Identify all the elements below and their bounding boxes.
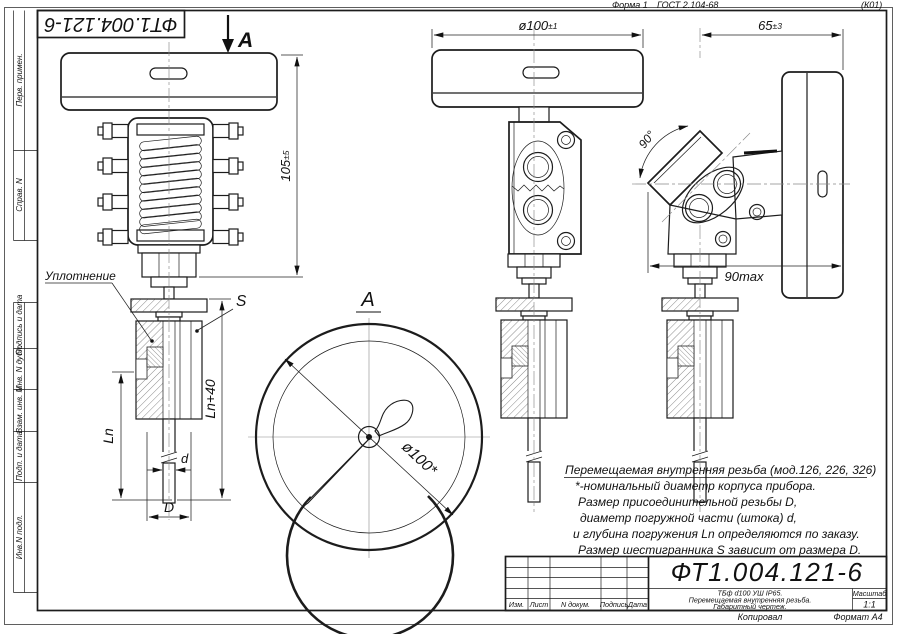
dim-max-span: 90max (724, 269, 764, 284)
view-arrow-label: A (237, 29, 253, 52)
view-direction-marker: A (222, 15, 253, 53)
dial-housing-side (781, 71, 844, 299)
note-line-4: диаметр погружной части (штока) d, (580, 511, 797, 525)
dim-thread-diameter: D (164, 499, 174, 515)
corner-screw (556, 231, 576, 251)
hinge-boss (511, 140, 565, 236)
gost-label: ГОСТ 2.104-68 (657, 0, 718, 10)
note-line-2: *-номинальный диаметр корпуса прибора. (575, 479, 816, 493)
dial-view-label: A (360, 289, 374, 311)
front-view-dimensions: 105±5 Ln Ln+40 d D S Уплотнение (44, 54, 303, 521)
col-ndokum: N докум. (561, 600, 590, 609)
housing-slot-top (522, 66, 560, 79)
view-dial: A ø100* (248, 289, 490, 634)
margin-label-perv: Перв. примен. (15, 53, 24, 106)
notes: Перемещаемая внутренняя резьба (мод.126,… (564, 463, 876, 557)
margin-label-sprav: Справ. N (15, 178, 24, 212)
seal-callout: Уплотнение (44, 269, 116, 283)
down-arrow-icon (222, 39, 234, 53)
middle-view-dimensions: ø100±1 (431, 18, 644, 48)
margin-label-podp-data: Подп. и дата (15, 430, 24, 481)
note-line-3: Размер присоединительной резьбы D, (578, 495, 797, 509)
col-podpis: Подпись (600, 600, 629, 609)
margin-label-vzam: Взам. инв. N (15, 386, 24, 433)
dim-immersion-ext: Ln+40 (202, 379, 218, 419)
dim-dial-diameter: ø100±1 (518, 18, 557, 33)
dim-height: 105±5 (278, 150, 293, 181)
corner-screw (714, 230, 732, 248)
margin-label-inv-dubl: Инв. N дубл. (15, 345, 24, 391)
title-desc-2: Перемещаемая внутренняя резьба. (689, 596, 812, 605)
margin-label-inv-podl: Инв.N подл. (15, 515, 24, 560)
pointer-needle (300, 436, 372, 509)
sheet-header: Форма 1 ГОСТ 2.104-68 (К01) (612, 0, 882, 10)
dial-scale-arc (285, 495, 455, 634)
hinge-lower-body (667, 204, 737, 255)
view-middle (431, 26, 644, 512)
note-line-5: и глубина погружения Ln определяются по … (573, 527, 860, 541)
copied-label: Копировал (738, 612, 783, 622)
view-side (632, 28, 850, 512)
dim-swivel-angle: 90° (636, 128, 658, 151)
corner-screw (748, 203, 766, 221)
note-line-1: Перемещаемая внутренняя резьба (мод.126,… (565, 463, 876, 477)
col-list: Лист (529, 600, 549, 609)
hinge-boss-side (681, 166, 745, 224)
title-desc-1: ТБф d100 УШ IP65. (717, 589, 782, 598)
margin-label-podpis: Подпись и дата (15, 294, 24, 355)
title-desc-3: Габаритный чертеж. (713, 602, 787, 611)
note-line-6: Размер шестигранника S зависит от размер… (578, 543, 861, 557)
tilted-plate (646, 129, 724, 207)
code-label: (К01) (861, 0, 882, 10)
stamp-designation: ФТ1.004.121-6 (43, 13, 177, 35)
dim-dial-face-diameter: ø100* (398, 438, 441, 479)
hinge-serration (511, 184, 565, 192)
format-label: Формат А4 (833, 612, 882, 622)
hex-size-label: S (236, 293, 247, 310)
scale-label: Масштаб (853, 589, 888, 598)
form-label: Форма 1 (612, 0, 648, 10)
housing-slot (149, 67, 188, 80)
title-block: Изм. Лист N докум. Подпись Дата ФТ1.004.… (504, 555, 888, 622)
pointer-counterweight (374, 399, 414, 437)
side-bolts (97, 122, 244, 246)
corner-screw (556, 130, 576, 150)
dim-immersion: Ln (100, 428, 116, 444)
dim-depth: 65±3 (758, 18, 782, 33)
scale-value: 1:1 (863, 600, 876, 610)
dial-bezel (272, 340, 466, 534)
col-data: Дата (627, 600, 647, 609)
dim-stem-diameter: d (181, 451, 189, 466)
title-designation: ФТ1.004.121-6 (671, 557, 864, 587)
col-izm: Изм. (509, 600, 524, 609)
dial-rim (254, 322, 484, 552)
designation-stamp: ФТ1.004.121-6 (36, 9, 186, 39)
hinge-bracket (508, 121, 582, 255)
sheet-frame (4, 7, 893, 625)
view-front (60, 42, 278, 520)
side-view-dimensions: 65±3 90° 90max (636, 18, 844, 284)
margin-column: Перв. примен. Справ. N Подпись и дата Ин… (13, 10, 38, 593)
coil-fins (138, 135, 203, 235)
